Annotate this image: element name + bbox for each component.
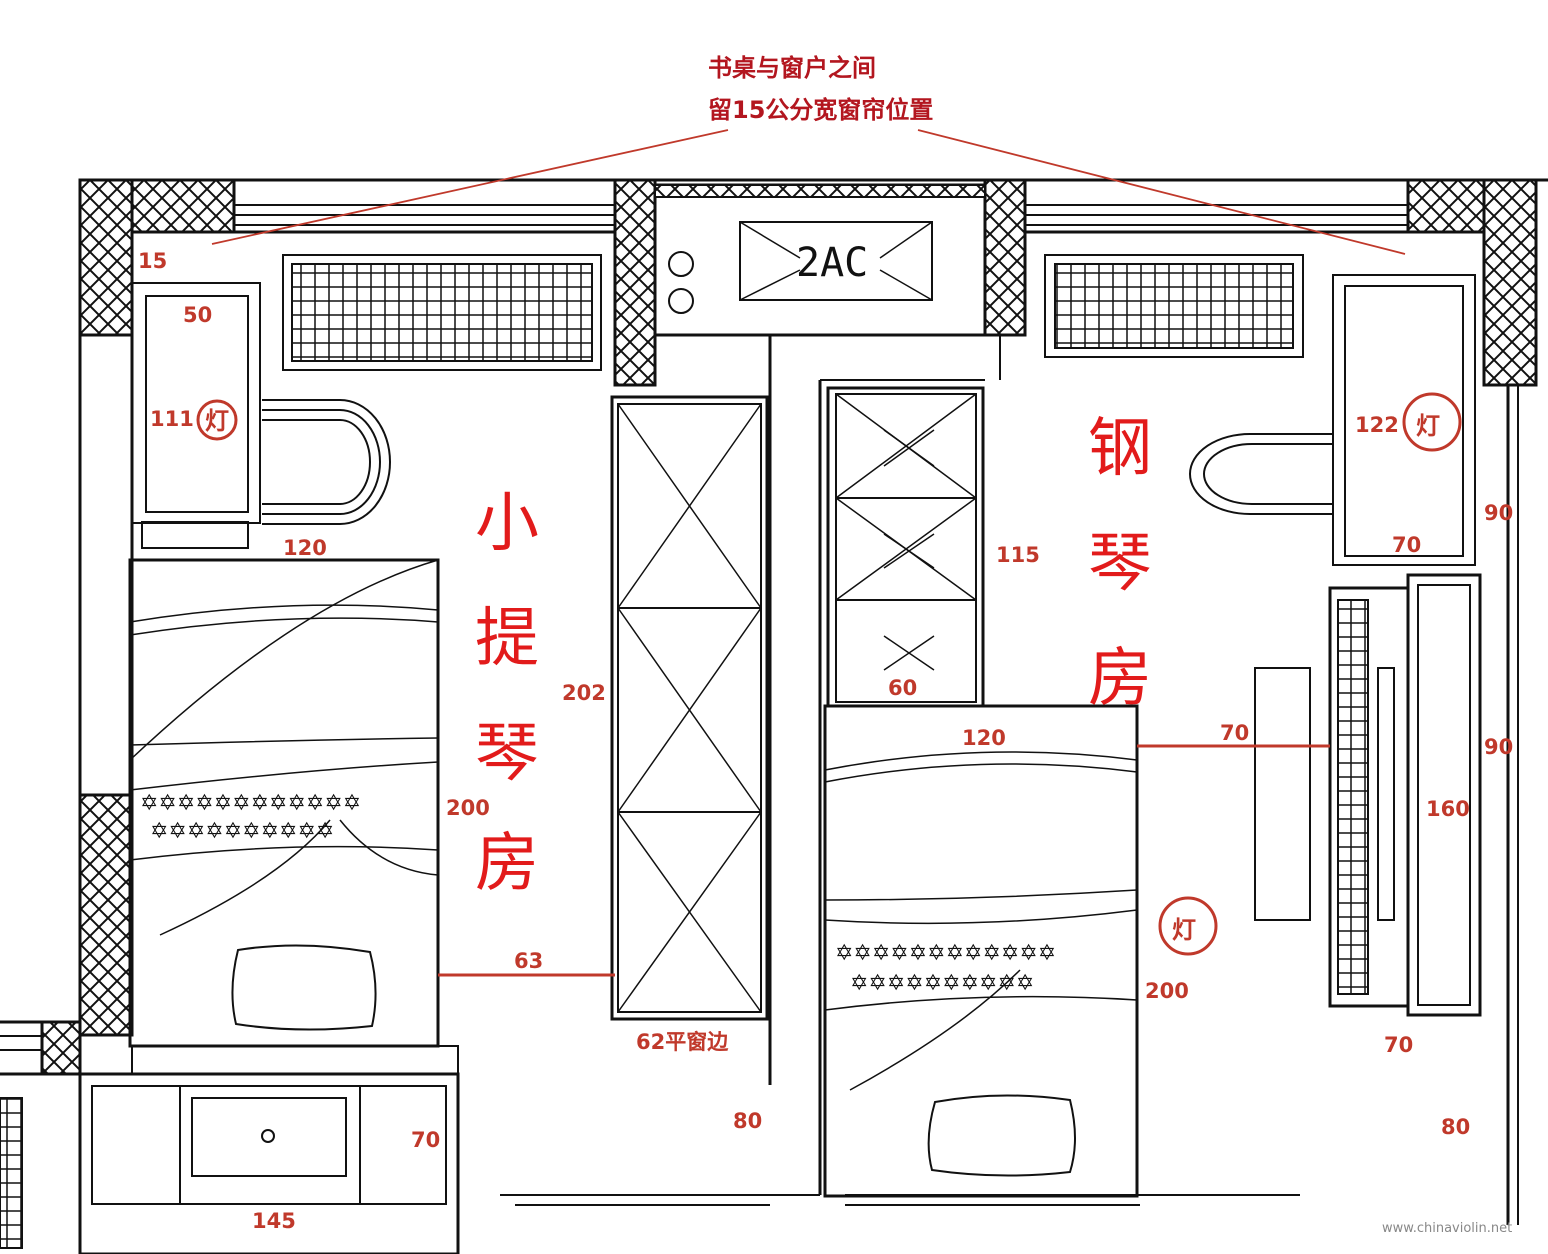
column-center-left	[613, 178, 657, 387]
dim-90-top: 90	[1484, 501, 1513, 525]
dim-70-desk: 70	[411, 1128, 440, 1152]
dim-115: 115	[996, 543, 1040, 567]
ac-label: 2AC	[796, 240, 868, 286]
right-window-grille	[1044, 254, 1304, 358]
left-chair	[262, 399, 391, 525]
note-leader-right	[917, 129, 1406, 255]
note-leader-left	[211, 129, 729, 245]
dim-120-left: 120	[283, 536, 327, 560]
lamp-label-left: 灯	[205, 407, 229, 435]
dim-200-left: 200	[446, 796, 490, 820]
lamp-circle-right-top	[1402, 392, 1462, 452]
column-left-wall	[78, 178, 134, 337]
note-line-2: 留15公分宽窗帘位置	[708, 96, 933, 124]
room-label-violin-4: 房	[475, 827, 539, 901]
right-wardrobe-top	[1332, 274, 1476, 566]
right-bed	[823, 704, 1139, 1198]
note-line-1: 书桌与窗户之间	[708, 54, 876, 82]
wall-columns	[40, 178, 1538, 1076]
svg-text:✡✡✡✡✡✡✡✡✡✡✡✡: ✡✡✡✡✡✡✡✡✡✡✡✡	[140, 791, 361, 816]
room-label-violin-3: 琴	[475, 717, 539, 791]
dim-70-right-desk: 70	[1392, 533, 1421, 557]
dim-122: 122	[1355, 413, 1399, 437]
dim-62: 62平窗边	[636, 1030, 729, 1054]
watermark: www.chinaviolin.net	[1382, 1221, 1512, 1236]
wall-lines	[0, 178, 1548, 1225]
room-label-piano-2: 琴	[1088, 527, 1152, 601]
dim-111: 111	[150, 407, 194, 431]
piano	[1254, 573, 1482, 1017]
left-window-grille	[282, 254, 602, 371]
room-label-piano-3: 房	[1088, 642, 1152, 716]
room-label-piano-1: 钢	[1088, 412, 1152, 486]
dim-145: 145	[252, 1209, 296, 1233]
column-bottom-left	[40, 1020, 82, 1076]
dim-63: 63	[514, 949, 543, 973]
lamp-circle-right-bed	[1158, 896, 1218, 956]
column-right-wall	[1482, 178, 1538, 387]
dim-70-bottom: 70	[1384, 1033, 1413, 1057]
room-label-violin-1: 小	[475, 487, 539, 561]
dim-200-right: 200	[1145, 979, 1189, 1003]
dim-120-right: 120	[962, 726, 1006, 750]
dim-60: 60	[888, 676, 917, 700]
dim-90-mid: 90	[1484, 735, 1513, 759]
dim-80-right: 80	[1441, 1115, 1470, 1139]
column-center-right	[983, 178, 1027, 337]
center-wardrobe	[610, 395, 769, 1021]
dim-160: 160	[1426, 797, 1470, 821]
lamp-label-right-bed: 灯	[1172, 916, 1196, 944]
dim-80-mid: 80	[733, 1109, 762, 1133]
lamp-label-right-top: 灯	[1416, 412, 1440, 440]
dim-202: 202	[562, 681, 606, 705]
dim-50: 50	[183, 303, 212, 327]
left-desk	[0, 1045, 460, 1254]
column-left-lower	[78, 793, 134, 1037]
right-stars: ✡✡✡✡✡✡✡✡✡✡✡✡ ✡✡✡✡✡✡✡✡✡✡	[835, 941, 1056, 996]
svg-text:✡✡✡✡✡✡✡✡✡✡: ✡✡✡✡✡✡✡✡✡✡	[850, 971, 1034, 996]
room-label-violin-2: 提	[475, 602, 539, 676]
dim-15: 15	[138, 249, 167, 273]
lamp-circle-left	[196, 399, 238, 441]
left-stars: ✡✡✡✡✡✡✡✡✡✡✡✡ ✡✡✡✡✡✡✡✡✡✡	[140, 791, 361, 844]
dim-70-piano: 70	[1220, 721, 1249, 745]
svg-text:✡✡✡✡✡✡✡✡✡✡✡✡: ✡✡✡✡✡✡✡✡✡✡✡✡	[835, 941, 1056, 966]
left-wardrobe-top	[131, 282, 261, 549]
svg-text:✡✡✡✡✡✡✡✡✡✡: ✡✡✡✡✡✡✡✡✡✡	[150, 819, 334, 844]
right-chair	[1189, 433, 1333, 515]
center-right-cabinet	[826, 386, 985, 708]
ac-unit	[653, 183, 987, 337]
